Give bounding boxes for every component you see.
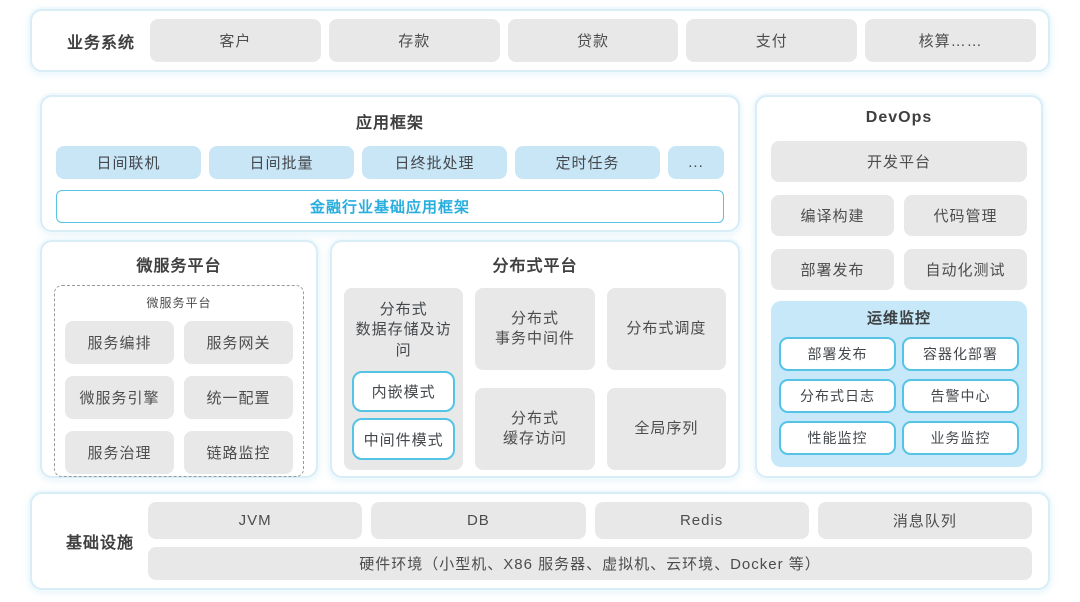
distributed-transaction-line2: 事务中间件 bbox=[494, 330, 575, 347]
ms-unified-config: 统一配置 bbox=[184, 376, 293, 419]
module-daytime-online: 日间联机 bbox=[56, 146, 201, 179]
business-item-accounting: 核算…… bbox=[865, 19, 1036, 62]
infrastructure-content: JVM DB Redis 消息队列 硬件环境（小型机、X86 服务器、虚拟机、云… bbox=[148, 502, 1032, 580]
hardware-environment-box: 硬件环境（小型机、X86 服务器、虚拟机、云环境、Docker 等） bbox=[148, 547, 1032, 580]
ms-trace-monitoring: 链路监控 bbox=[184, 431, 293, 474]
ms-service-gateway: 服务网关 bbox=[184, 321, 293, 364]
module-scheduled-tasks: 定时任务 bbox=[515, 146, 660, 179]
devops-tools-grid: 编译构建 代码管理 部署发布 自动化测试 bbox=[771, 195, 1027, 290]
devops-title: DevOps bbox=[865, 109, 933, 126]
module-daytime-batch: 日间批量 bbox=[209, 146, 354, 179]
code-management-box: 代码管理 bbox=[904, 195, 1027, 236]
distributed-scheduler-box: 分布式调度 bbox=[606, 288, 726, 370]
distributed-storage-box: 分布式 数据存储及访问 内嵌模式 中间件模式 bbox=[344, 288, 464, 470]
mon-business: 业务监控 bbox=[902, 421, 1019, 455]
automated-testing-box: 自动化测试 bbox=[904, 249, 1027, 290]
distributed-transaction-line1: 分布式 bbox=[510, 309, 559, 327]
compile-build-box: 编译构建 bbox=[771, 195, 894, 236]
mon-containerized-deploy: 容器化部署 bbox=[902, 337, 1019, 371]
microservice-platform-title: 微服务平台 bbox=[136, 258, 222, 275]
distributed-cache-line1: 分布式 bbox=[510, 409, 559, 427]
module-ellipsis: ... bbox=[668, 146, 724, 179]
devops-panel: DevOps 开发平台 编译构建 代码管理 部署发布 自动化测试 运维监控 部署… bbox=[755, 95, 1043, 478]
business-systems-row: 客户 存款 贷款 支付 核算…… bbox=[150, 19, 1036, 62]
application-framework-title: 应用框架 bbox=[355, 115, 424, 132]
mon-alert-center: 告警中心 bbox=[902, 379, 1019, 413]
infra-db-box: DB bbox=[371, 502, 586, 539]
distributed-transaction-box: 分布式 事务中间件 bbox=[475, 288, 595, 370]
application-framework-panel: 应用框架 日间联机 日间批量 日终批处理 定时任务 ... 金融行业基础应用框架 bbox=[40, 95, 740, 232]
ops-monitoring-panel: 运维监控 部署发布 容器化部署 分布式日志 告警中心 性能监控 业务监控 bbox=[771, 301, 1027, 467]
distributed-grid: 分布式 数据存储及访问 内嵌模式 中间件模式 分布式 事务中间件 分布式调度 分… bbox=[344, 288, 726, 470]
business-item-customer: 客户 bbox=[150, 19, 321, 62]
distributed-platform-title: 分布式平台 bbox=[492, 258, 578, 275]
base-framework-box: 金融行业基础应用框架 bbox=[56, 190, 724, 223]
global-sequence-box: 全局序列 bbox=[606, 388, 726, 470]
ops-monitoring-grid: 部署发布 容器化部署 分布式日志 告警中心 性能监控 业务监控 bbox=[779, 337, 1019, 455]
infrastructure-panel: 基础设施 JVM DB Redis 消息队列 硬件环境（小型机、X86 服务器、… bbox=[30, 492, 1050, 590]
infra-mq-box: 消息队列 bbox=[817, 502, 1032, 539]
infra-jvm-box: JVM bbox=[148, 502, 363, 539]
microservice-grid: 服务编排 服务网关 微服务引擎 统一配置 服务治理 链路监控 bbox=[65, 321, 293, 474]
application-framework-modules: 日间联机 日间批量 日终批处理 定时任务 ... bbox=[56, 146, 724, 179]
microservice-inner-title: 微服务平台 bbox=[146, 296, 212, 310]
business-item-payment: 支付 bbox=[686, 19, 858, 62]
infrastructure-label: 基础设施 bbox=[65, 535, 134, 552]
business-item-loan: 贷款 bbox=[507, 19, 679, 62]
microservice-inner-box: 微服务平台 服务编排 服务网关 微服务引擎 统一配置 服务治理 链路监控 bbox=[54, 285, 304, 477]
distributed-cache-line2: 缓存访问 bbox=[502, 430, 567, 447]
middleware-mode-box: 中间件模式 bbox=[352, 418, 456, 460]
ops-monitoring-title: 运维监控 bbox=[866, 310, 931, 327]
distributed-storage-modes: 内嵌模式 中间件模式 bbox=[352, 370, 456, 460]
ms-microservice-engine: 微服务引擎 bbox=[65, 376, 174, 419]
mon-distributed-logs: 分布式日志 bbox=[779, 379, 896, 413]
infrastructure-row: JVM DB Redis 消息队列 bbox=[148, 502, 1032, 539]
distributed-storage-title-line2: 数据存储及访问 bbox=[355, 321, 452, 359]
infra-redis-box: Redis bbox=[594, 502, 809, 539]
embedded-mode-box: 内嵌模式 bbox=[352, 370, 456, 413]
dev-platform-box: 开发平台 bbox=[771, 141, 1027, 182]
distributed-storage-title: 分布式 数据存储及访问 bbox=[352, 300, 455, 361]
deploy-release-box: 部署发布 bbox=[771, 249, 894, 290]
mon-performance: 性能监控 bbox=[779, 421, 896, 455]
business-systems-panel: 业务系统 客户 存款 贷款 支付 核算…… bbox=[30, 9, 1050, 72]
mon-deploy-release: 部署发布 bbox=[779, 337, 896, 371]
business-systems-label: 业务系统 bbox=[66, 34, 135, 52]
distributed-cache-box: 分布式 缓存访问 bbox=[475, 388, 595, 470]
module-eod-batch: 日终批处理 bbox=[362, 146, 507, 179]
ms-service-governance: 服务治理 bbox=[65, 431, 174, 474]
ms-service-orchestration: 服务编排 bbox=[65, 321, 174, 364]
microservice-platform-panel: 微服务平台 微服务平台 服务编排 服务网关 微服务引擎 统一配置 服务治理 链路… bbox=[40, 240, 318, 478]
distributed-platform-panel: 分布式平台 分布式 数据存储及访问 内嵌模式 中间件模式 分布式 事务中间件 分… bbox=[330, 240, 740, 478]
business-item-deposit: 存款 bbox=[328, 19, 500, 62]
distributed-storage-title-line1: 分布式 bbox=[379, 301, 428, 318]
